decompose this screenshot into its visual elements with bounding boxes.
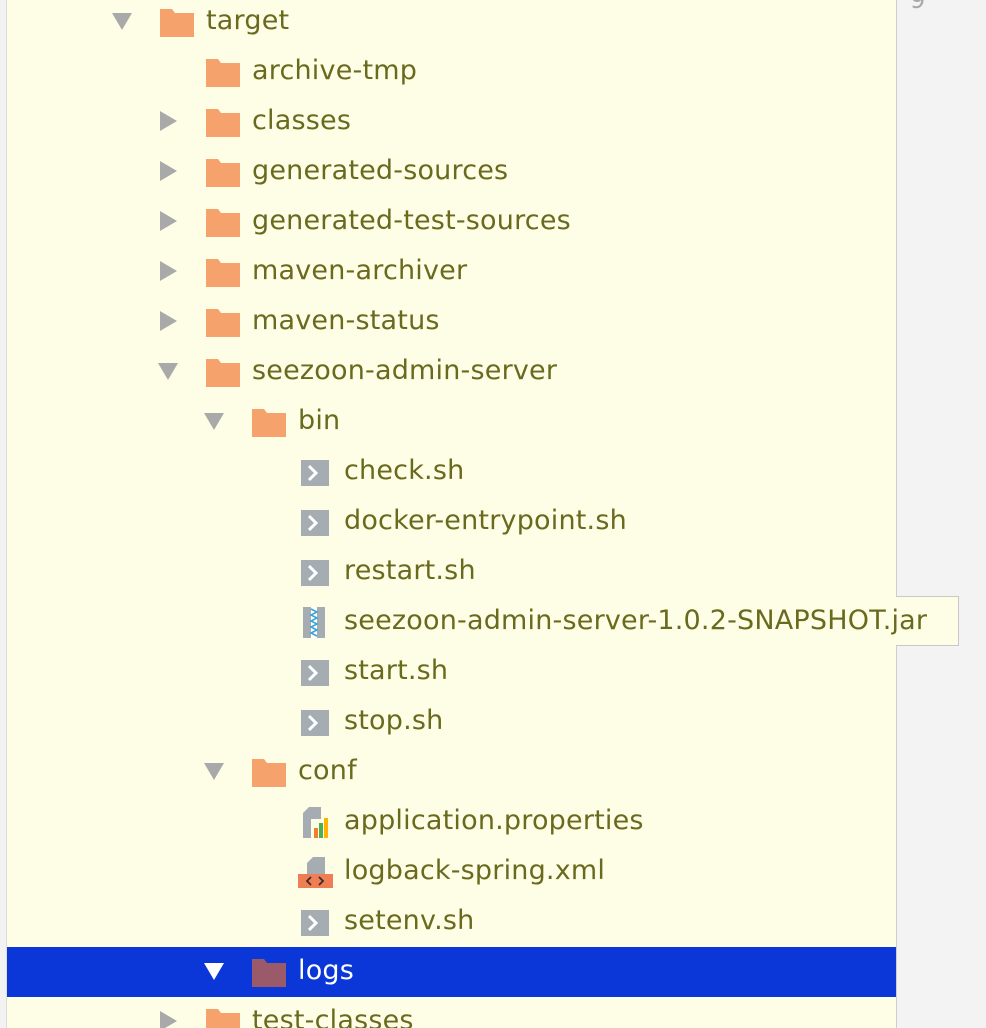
shell-script-icon <box>297 706 333 738</box>
folder-icon <box>205 1006 241 1028</box>
tree-node-test-classes[interactable]: test-classes <box>7 997 896 1028</box>
tree-node-label: archive-tmp <box>252 55 418 86</box>
jar-archive-icon <box>297 606 333 638</box>
tree-node-conf[interactable]: conf <box>7 747 896 797</box>
shell-script-icon <box>297 506 333 538</box>
expanded-arrow-icon[interactable] <box>203 410 225 432</box>
tree-node-label: target <box>206 5 290 36</box>
tree-node-label: bin <box>298 405 341 436</box>
collapsed-arrow-icon[interactable] <box>157 310 179 332</box>
tree-node-setenv-sh[interactable]: setenv.sh <box>7 897 896 947</box>
tree-node-label: conf <box>298 755 357 786</box>
xml-file-icon <box>297 856 334 888</box>
tree-node-label: restart.sh <box>344 555 476 586</box>
folder-icon <box>205 156 241 188</box>
tree-node-label: logback-spring.xml <box>344 855 606 886</box>
expanded-arrow-icon[interactable] <box>203 760 225 782</box>
tree-node-label: setenv.sh <box>344 905 475 936</box>
tree-node-label: generated-sources <box>252 155 509 186</box>
tree-node-label: classes <box>252 105 352 136</box>
folder-icon <box>251 406 287 438</box>
tree-node-start-sh[interactable]: start.sh <box>7 647 896 697</box>
tree-node-bin[interactable]: bin <box>7 397 896 447</box>
tree-node-label: maven-archiver <box>252 255 468 286</box>
tree-node-label: check.sh <box>344 455 465 486</box>
tree-node-label: application.properties <box>344 805 644 836</box>
shell-script-icon <box>297 656 333 688</box>
tree-node-label: seezoon-admin-server-1.0.2-SNAPSHOT.jar <box>344 605 928 636</box>
tree-node-label: seezoon-admin-server <box>252 355 558 386</box>
project-tree[interactable]: target archive-tmp classes generated-source… <box>7 0 927 1028</box>
tree-node-stop-sh[interactable]: stop.sh <box>7 697 896 747</box>
folder-icon <box>205 206 241 238</box>
tree-node-label: stop.sh <box>344 705 444 736</box>
tree-node-seezoon-admin-server-1-0-2-snapshot-jar[interactable]: seezoon-admin-server-1.0.2-SNAPSHOT.jar <box>7 597 959 647</box>
collapsed-arrow-icon[interactable] <box>157 160 179 182</box>
folder-icon <box>205 356 241 388</box>
tree-node-logs[interactable]: logs <box>7 947 896 997</box>
folder-icon <box>159 6 195 38</box>
folder-icon <box>251 756 287 788</box>
tree-node-label: docker-entrypoint.sh <box>344 505 627 536</box>
folder-icon <box>251 956 287 988</box>
tree-node-maven-archiver[interactable]: maven-archiver <box>7 247 896 297</box>
tool-window-strip <box>0 0 7 1028</box>
folder-icon <box>205 256 241 288</box>
tree-node-archive-tmp[interactable]: archive-tmp <box>7 47 896 97</box>
tree-node-generated-test-sources[interactable]: generated-test-sources <box>7 197 896 247</box>
tree-node-label: maven-status <box>252 305 440 336</box>
tree-node-label: start.sh <box>344 655 449 686</box>
expanded-arrow-icon[interactable] <box>111 10 133 32</box>
collapsed-arrow-icon[interactable] <box>157 1010 179 1028</box>
jar-name-tooltip-overflow <box>896 596 959 646</box>
tree-node-target[interactable]: target <box>7 0 896 47</box>
tree-node-label: test-classes <box>252 1005 414 1028</box>
tree-node-restart-sh[interactable]: restart.sh <box>7 547 896 597</box>
tree-node-label: generated-test-sources <box>252 205 571 236</box>
folder-icon <box>205 306 241 338</box>
expanded-arrow-icon[interactable] <box>157 360 179 382</box>
tree-node-logback-spring-xml[interactable]: logback-spring.xml <box>7 847 896 897</box>
expanded-arrow-icon[interactable] <box>203 960 225 982</box>
collapsed-arrow-icon[interactable] <box>157 210 179 232</box>
collapsed-arrow-icon[interactable] <box>157 110 179 132</box>
tree-node-generated-sources[interactable]: generated-sources <box>7 147 896 197</box>
tree-node-application-properties[interactable]: application.properties <box>7 797 896 847</box>
tree-node-maven-status[interactable]: maven-status <box>7 297 896 347</box>
tree-node-seezoon-admin-server[interactable]: seezoon-admin-server <box>7 347 896 397</box>
folder-icon <box>205 56 241 88</box>
shell-script-icon <box>297 906 333 938</box>
tree-node-check-sh[interactable]: check.sh <box>7 447 896 497</box>
tree-node-classes[interactable]: classes <box>7 97 896 147</box>
editor-line-number: 9 <box>910 0 926 14</box>
folder-icon <box>205 106 241 138</box>
tree-node-docker-entrypoint-sh[interactable]: docker-entrypoint.sh <box>7 497 896 547</box>
collapsed-arrow-icon[interactable] <box>157 260 179 282</box>
editor-area <box>897 0 986 1028</box>
shell-script-icon <box>297 556 333 588</box>
tree-node-label: logs <box>298 955 355 986</box>
properties-file-icon <box>297 806 333 838</box>
shell-script-icon <box>297 456 333 488</box>
